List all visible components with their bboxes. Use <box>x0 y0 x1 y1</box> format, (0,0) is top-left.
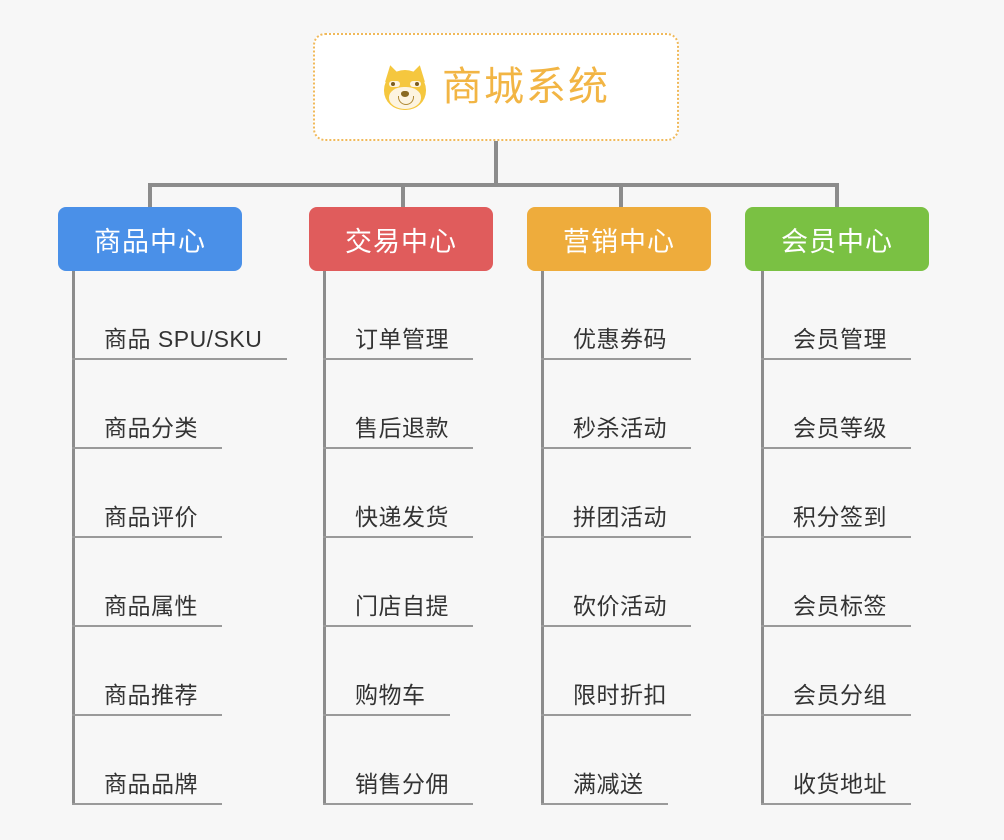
connector-drop-1 <box>148 183 152 210</box>
leaf-item[interactable]: 砍价活动 <box>541 538 691 627</box>
leaf-item[interactable]: 商品品牌 <box>72 716 262 805</box>
leaf-item-underline <box>72 536 222 538</box>
connector-horizontal-bus <box>149 183 836 187</box>
leaf-item[interactable]: 商品属性 <box>72 538 262 627</box>
leaf-item-label: 售后退款 <box>355 415 449 441</box>
leaf-item-underline <box>323 714 450 716</box>
connector-drop-4 <box>835 183 839 210</box>
leaf-item-label: 门店自提 <box>355 593 449 619</box>
leaf-item-label: 限时折扣 <box>573 682 667 708</box>
connector-root-stem <box>494 141 498 185</box>
leaf-item[interactable]: 满减送 <box>541 716 668 805</box>
leaf-item[interactable]: 优惠券码 <box>541 271 691 360</box>
leaf-item-label: 快递发货 <box>355 504 449 530</box>
leaf-item-underline <box>541 536 691 538</box>
leaf-item-label: 商品属性 <box>104 593 198 619</box>
leaf-item-label: 商品 SPU/SKU <box>104 326 263 352</box>
leaf-column-3: 优惠券码秒杀活动拼团活动砍价活动限时折扣满减送 <box>541 271 691 805</box>
leaf-item-underline <box>761 714 911 716</box>
leaf-column-1: 商品 SPU/SKU 商品分类商品评价商品属性商品推荐商品品牌 <box>72 271 287 805</box>
connector-drop-3 <box>619 183 623 210</box>
leaf-item[interactable]: 会员管理 <box>761 271 911 360</box>
leaf-item-label: 会员等级 <box>793 415 887 441</box>
leaf-item-label: 商品评价 <box>104 504 198 530</box>
leaf-item[interactable]: 快递发货 <box>323 449 473 538</box>
leaf-item-label: 会员管理 <box>793 326 887 352</box>
leaf-item-label: 收货地址 <box>793 771 887 797</box>
shiba-dog-face-icon <box>381 63 429 111</box>
leaf-item-underline <box>72 625 222 627</box>
leaf-item[interactable]: 销售分佣 <box>323 716 473 805</box>
leaf-item[interactable]: 门店自提 <box>323 538 473 627</box>
leaf-item-label: 会员标签 <box>793 593 887 619</box>
leaf-item-underline <box>541 625 691 627</box>
leaf-item[interactable]: 拼团活动 <box>541 449 691 538</box>
root-node[interactable]: 商城系统 <box>313 33 679 141</box>
leaf-item-underline <box>761 625 911 627</box>
leaf-item-underline <box>323 536 473 538</box>
leaf-item-label: 优惠券码 <box>573 326 667 352</box>
leaf-item-label: 订单管理 <box>355 326 449 352</box>
leaf-item-label: 购物车 <box>355 682 426 708</box>
leaf-item-label: 积分签到 <box>793 504 887 530</box>
leaf-item-underline <box>761 803 911 805</box>
category-label: 会员中心 <box>781 226 893 257</box>
leaf-item-underline <box>541 447 691 449</box>
leaf-item-underline <box>72 358 287 360</box>
leaf-item-underline <box>541 714 691 716</box>
leaf-item-label: 满减送 <box>573 771 644 797</box>
leaf-item[interactable]: 商品推荐 <box>72 627 262 716</box>
category-box-4[interactable]: 会员中心 <box>745 207 929 271</box>
leaf-item-underline <box>72 803 222 805</box>
leaf-column-2: 订单管理售后退款快递发货门店自提购物车销售分佣 <box>323 271 473 805</box>
leaf-item-underline <box>323 358 473 360</box>
leaf-item-underline <box>541 803 668 805</box>
leaf-item-underline <box>72 447 222 449</box>
column-spine <box>323 271 326 805</box>
column-spine <box>761 271 764 805</box>
leaf-item-underline <box>323 447 473 449</box>
leaf-item-label: 商品推荐 <box>104 682 198 708</box>
leaf-item-underline <box>323 803 473 805</box>
category-label: 营销中心 <box>563 226 675 257</box>
column-spine <box>541 271 544 805</box>
leaf-column-4: 会员管理会员等级积分签到会员标签会员分组收货地址 <box>761 271 911 805</box>
leaf-item-underline <box>761 447 911 449</box>
leaf-item-underline <box>72 714 222 716</box>
leaf-item-label: 砍价活动 <box>573 593 667 619</box>
category-label: 商品中心 <box>94 226 206 257</box>
leaf-item-label: 商品分类 <box>104 415 198 441</box>
leaf-item-underline <box>323 625 473 627</box>
connector-drop-2 <box>401 183 405 210</box>
leaf-item-label: 商品品牌 <box>104 771 198 797</box>
leaf-item[interactable]: 售后退款 <box>323 360 473 449</box>
category-box-2[interactable]: 交易中心 <box>309 207 493 271</box>
leaf-item-label: 销售分佣 <box>355 771 449 797</box>
leaf-item-label: 会员分组 <box>793 682 887 708</box>
leaf-item[interactable]: 限时折扣 <box>541 627 691 716</box>
leaf-item-underline <box>541 358 691 360</box>
leaf-item[interactable]: 会员分组 <box>761 627 911 716</box>
leaf-item[interactable]: 积分签到 <box>761 449 911 538</box>
leaf-item[interactable]: 会员等级 <box>761 360 911 449</box>
leaf-item[interactable]: 商品分类 <box>72 360 262 449</box>
category-label: 交易中心 <box>345 226 457 257</box>
category-box-1[interactable]: 商品中心 <box>58 207 242 271</box>
leaf-item[interactable]: 购物车 <box>323 627 450 716</box>
root-title: 商城系统 <box>442 65 610 109</box>
leaf-item-label: 秒杀活动 <box>573 415 667 441</box>
leaf-item[interactable]: 收货地址 <box>761 716 911 805</box>
leaf-item[interactable]: 秒杀活动 <box>541 360 691 449</box>
column-spine <box>72 271 75 805</box>
category-box-3[interactable]: 营销中心 <box>527 207 711 271</box>
leaf-item[interactable]: 商品 SPU/SKU <box>72 271 287 360</box>
leaf-item[interactable]: 会员标签 <box>761 538 911 627</box>
leaf-item[interactable]: 订单管理 <box>323 271 473 360</box>
leaf-item[interactable]: 商品评价 <box>72 449 262 538</box>
leaf-item-underline <box>761 358 911 360</box>
leaf-item-label: 拼团活动 <box>573 504 667 530</box>
leaf-item-underline <box>761 536 911 538</box>
